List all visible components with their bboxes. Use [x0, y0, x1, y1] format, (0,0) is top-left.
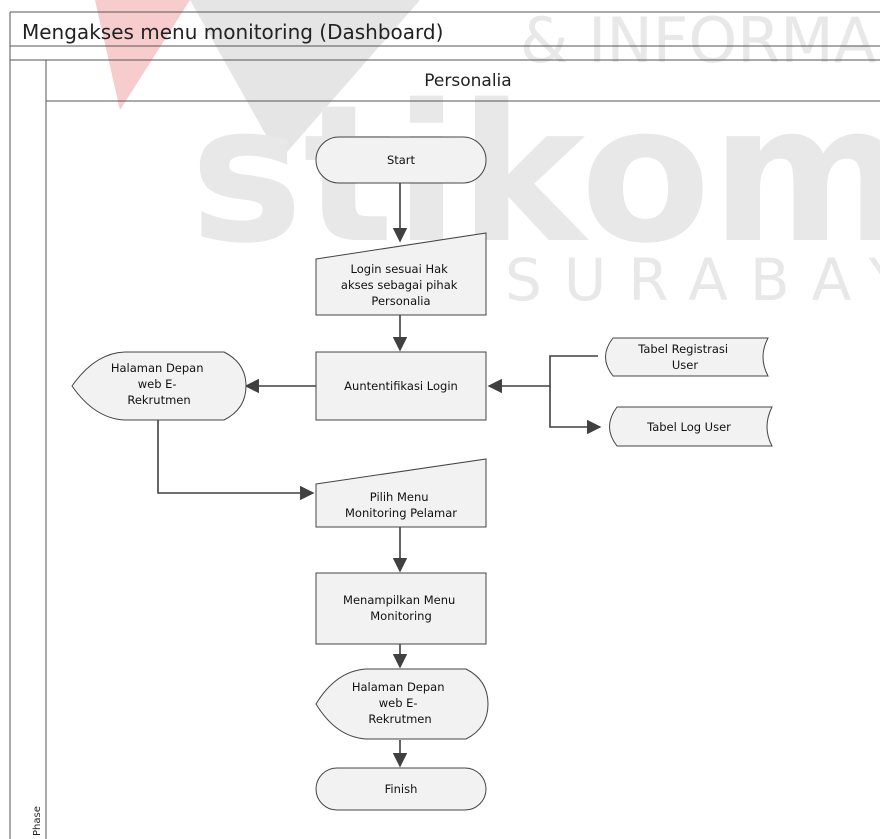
tabel-registrasi-label-line: Tabel Registrasi	[637, 342, 728, 356]
start-terminator[interactable]: Start	[315, 136, 487, 184]
login-shape	[315, 232, 487, 316]
menampilkan-label: Menampilkan Menu Monitoring	[343, 593, 459, 623]
pilih-menu-label-line: Monitoring Pelamar	[345, 506, 457, 520]
halaman2-label: Halaman Depan web E- Rekrutmen	[352, 680, 448, 726]
connector-table-branch	[549, 355, 602, 435]
halaman1-label-line: web E-	[138, 377, 177, 391]
auth-shape	[315, 351, 487, 421]
halaman1-shape	[71, 351, 247, 421]
halaman-depan-display-2[interactable]: Halaman Depan web E- Rekrutmen	[315, 668, 489, 740]
halaman2-label-line: Halaman Depan	[352, 680, 445, 694]
connectors	[157, 183, 602, 768]
pilih-menu-shape	[315, 458, 487, 528]
halaman1-label-line: Halaman Depan	[111, 361, 204, 375]
login-label-line: akses sebagai pihak	[341, 278, 458, 292]
pilih-menu-label: Pilih Menu Monitoring Pelamar	[345, 490, 457, 520]
auth-label: Auntentifikasi Login	[344, 379, 458, 393]
tabel-registrasi-storage[interactable]: Tabel Registrasi User	[605, 337, 769, 377]
finish-terminator[interactable]: Finish	[315, 767, 487, 811]
pilih-menu-label-line: Pilih Menu	[370, 490, 429, 504]
menampilkan-menu-process[interactable]: Menampilkan Menu Monitoring	[315, 572, 487, 645]
login-label: Login sesuai Hak akses sebagai pihak Per…	[341, 262, 461, 308]
connector-halaman-pilih	[157, 420, 315, 501]
phase-label: Phase	[32, 806, 43, 836]
auth-label-line: Auntentifikasi Login	[344, 379, 458, 393]
tabel-registrasi-label-line: User	[672, 358, 698, 372]
tabel-log-storage[interactable]: Tabel Log User	[609, 406, 773, 447]
tabel-registrasi-shape	[605, 337, 769, 377]
login-manual-input[interactable]: Login sesuai Hak akses sebagai pihak Per…	[315, 232, 487, 316]
halaman1-label: Halaman Depan web E- Rekrutmen	[111, 361, 207, 407]
pilih-menu-manual-input[interactable]: Pilih Menu Monitoring Pelamar	[315, 458, 487, 528]
halaman1-label-line: Rekrutmen	[127, 393, 190, 407]
tabel-log-label-line: Tabel Log User	[646, 420, 731, 434]
watermark-top-text: & INFORMA	[520, 4, 876, 77]
finish-label-line: Finish	[385, 782, 418, 796]
start-label: Start	[387, 153, 416, 167]
watermark-bottom-text: SURABAYA	[505, 246, 880, 314]
menampilkan-shape	[315, 572, 487, 645]
login-label-line: Login sesuai Hak	[351, 262, 449, 276]
finish-label: Finish	[385, 782, 418, 796]
menampilkan-label-line: Menampilkan Menu	[343, 593, 455, 607]
menampilkan-label-line: Monitoring	[370, 609, 432, 623]
halaman-depan-display-1[interactable]: Halaman Depan web E- Rekrutmen	[71, 351, 247, 421]
pool-title: Mengakses menu monitoring (Dashboard)	[22, 20, 443, 44]
swimlane-frame	[9, 11, 880, 839]
start-label-line: Start	[387, 153, 416, 167]
tabel-log-shape	[609, 406, 773, 447]
watermark-red-triangle	[95, 0, 190, 110]
halaman2-shape	[315, 668, 489, 740]
halaman2-label-line: Rekrutmen	[368, 712, 431, 726]
auth-process[interactable]: Auntentifikasi Login	[315, 351, 487, 421]
watermark: stikom & INFORMA SURABAYA	[95, 0, 880, 314]
watermark-gray-triangle	[190, 0, 420, 160]
tabel-registrasi-label: Tabel Registrasi User	[637, 342, 732, 372]
tabel-log-label: Tabel Log User	[646, 420, 731, 434]
login-label-line: Personalia	[371, 294, 430, 308]
halaman2-label-line: web E-	[379, 696, 418, 710]
finish-shape	[315, 767, 487, 811]
lane-title: Personalia	[424, 71, 511, 91]
start-shape	[315, 136, 487, 184]
